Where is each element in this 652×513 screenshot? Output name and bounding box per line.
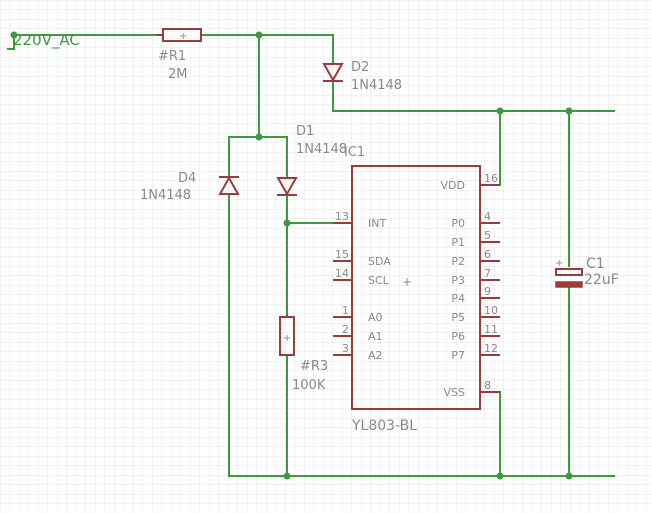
ic-yl803[interactable]: + IC1 YL803-BL 13INT15SDA14SCL1A02A13A2 … xyxy=(333,145,500,434)
r3-body xyxy=(279,316,295,356)
junction xyxy=(565,472,573,480)
ic-pin-number-11: 11 xyxy=(484,323,498,336)
r1-plus-mark: + xyxy=(179,31,187,42)
d4-triangle xyxy=(218,175,240,195)
r3-plus-mark: + xyxy=(283,333,291,344)
junction xyxy=(10,31,18,39)
ic-pin-number-7: 7 xyxy=(484,267,491,280)
junction xyxy=(283,219,291,227)
ic-plus-mark: + xyxy=(402,275,412,289)
junctions xyxy=(10,31,573,480)
diode-d4[interactable]: D4 1N4148 xyxy=(140,171,240,203)
junction xyxy=(255,133,263,141)
d1-triangle xyxy=(276,177,298,197)
diode-d2[interactable]: D2 1N4148 xyxy=(322,60,402,93)
d4-name: D4 xyxy=(178,171,196,186)
resistor-r1[interactable]: + #R1 2M xyxy=(157,28,202,82)
ic-pin-number-3: 3 xyxy=(342,342,349,355)
r1-value: 2M xyxy=(168,67,188,82)
ic-part-number: YL803-BL xyxy=(351,418,417,434)
ic-pin-label-p6: P6 xyxy=(451,330,465,343)
ic-pin-label-p4: P4 xyxy=(451,292,465,305)
ic-pin-label-a2: A2 xyxy=(368,349,383,362)
r3-name: #R3 xyxy=(300,359,328,374)
d2-name: D2 xyxy=(351,60,369,75)
ic-pin-label-a1: A1 xyxy=(368,330,383,343)
d1-name: D1 xyxy=(296,124,314,139)
junction xyxy=(496,472,504,480)
ic-pin-label-scl: SCL xyxy=(368,274,390,287)
ic-pin-label-vdd: VDD xyxy=(441,179,465,192)
junction xyxy=(496,107,504,115)
junction xyxy=(283,472,291,480)
c1-value: 22uF xyxy=(584,272,619,288)
ic-pin-number-5: 5 xyxy=(484,229,491,242)
ic-pin-number-10: 10 xyxy=(484,304,498,317)
c1-plus-mark: + xyxy=(555,258,563,269)
capacitor-c1[interactable]: + C1 22uF xyxy=(555,256,619,288)
r3-value: 100K xyxy=(292,378,326,393)
junction xyxy=(565,107,573,115)
ic-pin-number-6: 6 xyxy=(484,248,491,261)
resistor-r3[interactable]: + #R3 100K xyxy=(279,315,328,393)
ic-pin-label-int: INT xyxy=(368,217,386,230)
ic-pin-number-9: 9 xyxy=(484,285,491,298)
d2-value: 1N4148 xyxy=(351,78,402,93)
ic-pin-label-p3: P3 xyxy=(451,274,465,287)
ic-pin-label-p0: P0 xyxy=(451,217,465,230)
c1-plate-bottom xyxy=(555,281,583,288)
ic-pin-number-15: 15 xyxy=(335,248,349,261)
ic-pin-label-p5: P5 xyxy=(451,311,465,324)
ic-pin-number-1: 1 xyxy=(342,304,349,317)
ic-pin-number-14: 14 xyxy=(335,267,349,280)
diode-d1[interactable]: D1 1N4148 xyxy=(276,124,347,197)
d4-value: 1N4148 xyxy=(140,188,191,203)
ic-pin-number-4: 4 xyxy=(484,210,491,223)
ic-pin-number-8: 8 xyxy=(484,379,491,392)
r1-name: #R1 xyxy=(158,49,186,64)
ic-pin-label-a0: A0 xyxy=(368,311,383,324)
net-label-220v-ac[interactable]: 220V_AC xyxy=(13,31,80,50)
ic-name: IC1 xyxy=(344,145,365,160)
junction xyxy=(255,31,263,39)
d2-triangle xyxy=(322,63,344,83)
ic-pin-number-2: 2 xyxy=(342,323,349,336)
ic-pin-number-12: 12 xyxy=(484,342,498,355)
ic-pin-number-13: 13 xyxy=(335,210,349,223)
d1-value: 1N4148 xyxy=(296,142,347,157)
ic-body xyxy=(351,165,481,410)
c1-name: C1 xyxy=(586,256,605,272)
r1-body xyxy=(162,28,202,42)
ic-pin-label-sda: SDA xyxy=(368,255,391,268)
ic-pin-label-p1: P1 xyxy=(451,236,465,249)
ic-pin-label-vss: VSS xyxy=(444,386,466,399)
ic-pin-label-p2: P2 xyxy=(451,255,465,268)
ic-pin-number-16: 16 xyxy=(484,172,498,185)
c1-plate-top xyxy=(555,268,583,276)
ic-pin-label-p7: P7 xyxy=(451,349,465,362)
